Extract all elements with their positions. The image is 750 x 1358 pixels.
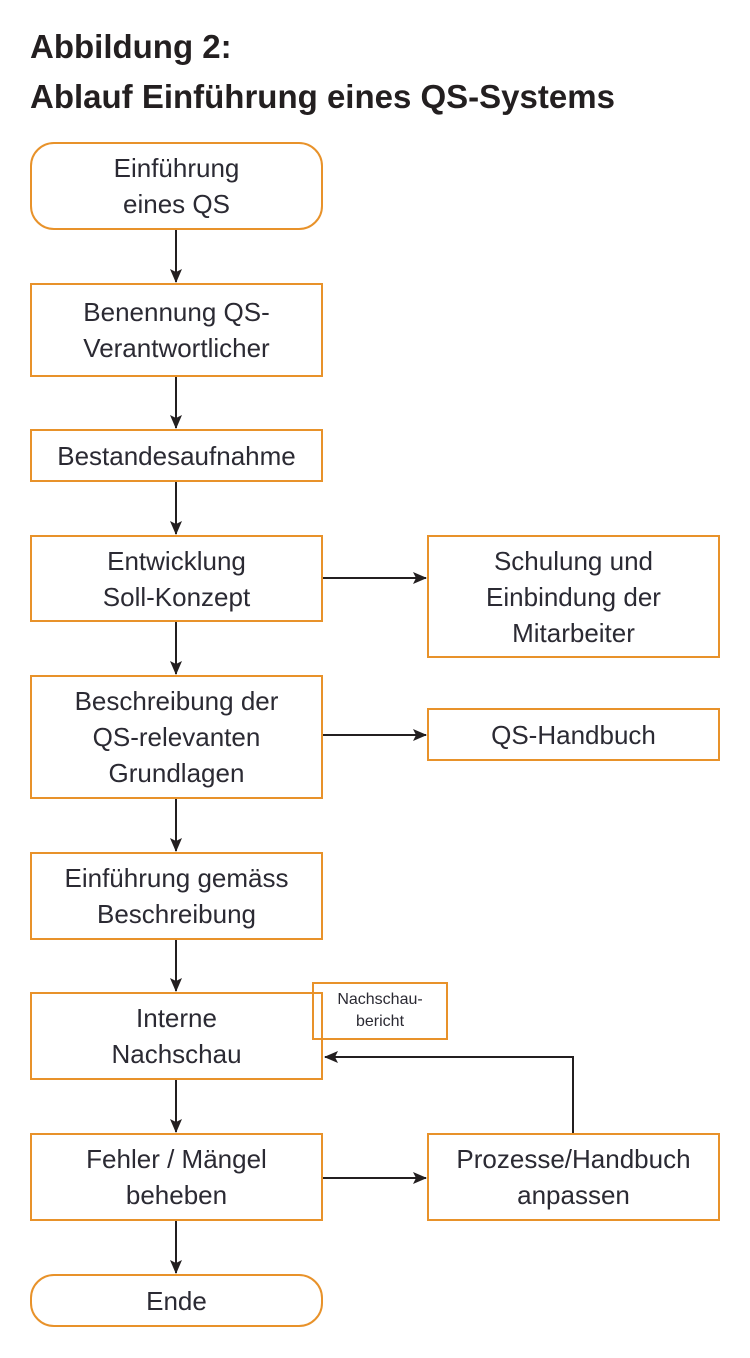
- arrow-adapt-review: [324, 1051, 574, 1133]
- figure-label: Abbildung 2:: [30, 28, 232, 65]
- node-inventory: Bestandesaufnahme: [30, 429, 323, 482]
- node-review: Interne Nachschau: [30, 992, 323, 1080]
- node-start: Einführung eines QS: [30, 142, 323, 230]
- node-review-report: Nachschau- bericht: [312, 982, 448, 1040]
- node-training: Schulung und Einbindung der Mitarbeiter: [427, 535, 720, 658]
- node-introduction: Einführung gemäss Beschreibung: [30, 852, 323, 940]
- figure-title: Ablauf Einführung eines QS-Systems: [30, 78, 615, 115]
- node-responsible: Benennung QS- Verantwortlicher: [30, 283, 323, 377]
- node-description: Beschreibung der QS-relevanten Grundlage…: [30, 675, 323, 799]
- node-end: Ende: [30, 1274, 323, 1327]
- node-concept: Entwicklung Soll-Konzept: [30, 535, 323, 622]
- node-fix: Fehler / Mängel beheben: [30, 1133, 323, 1221]
- node-adapt: Prozesse/Handbuch anpassen: [427, 1133, 720, 1221]
- node-handbook: QS-Handbuch: [427, 708, 720, 761]
